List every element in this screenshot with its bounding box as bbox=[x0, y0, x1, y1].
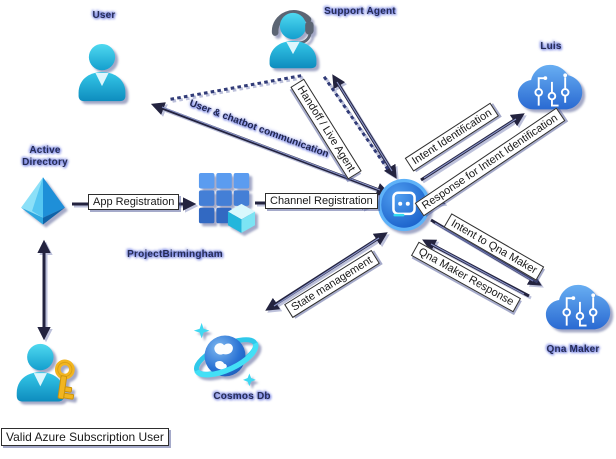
app-registration-grid-icon bbox=[197, 171, 255, 233]
edge-label-channel-registration: Channel Registration bbox=[265, 193, 378, 209]
label-user: User bbox=[92, 10, 116, 21]
support-agent-icon bbox=[263, 10, 323, 72]
active-directory-icon bbox=[16, 172, 70, 228]
label-valid-azure-subscription-user: Valid Azure Subscription User bbox=[1, 428, 169, 446]
azure-bot-icon bbox=[377, 178, 431, 232]
label-qna-maker: Qna Maker bbox=[546, 344, 600, 355]
qna-maker-cloud-icon bbox=[544, 283, 614, 336]
label-luis: Luis bbox=[540, 41, 562, 52]
luis-cloud-icon bbox=[516, 63, 586, 116]
dotted-agent-to-bot bbox=[322, 75, 390, 171]
key-icon bbox=[54, 359, 75, 400]
label-cosmos-db: Cosmos Db bbox=[213, 391, 271, 402]
dotted-agent-to-user bbox=[170, 73, 307, 101]
label-active-directory: Active Directory bbox=[22, 145, 68, 168]
cosmos-db-icon bbox=[188, 317, 264, 393]
label-app-registration-resource: ProjectBirmingham bbox=[127, 249, 223, 260]
subscription-user-icon bbox=[12, 341, 80, 409]
label-support-agent: Support Agent bbox=[324, 6, 396, 17]
edge-label-app-registration: App Registration bbox=[88, 194, 180, 210]
user-icon bbox=[72, 40, 132, 106]
